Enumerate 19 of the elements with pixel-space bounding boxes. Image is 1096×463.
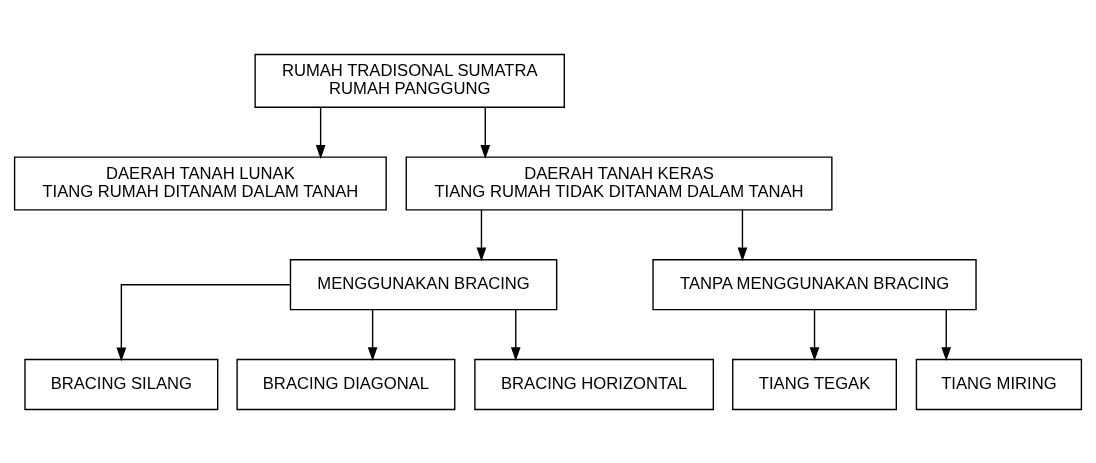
node-box: RUMAH TRADISONAL SUMATRA RUMAH PANGGUNG [254, 53, 565, 108]
node-box: TIANG MIRING [915, 358, 1083, 410]
arrow [480, 106, 491, 159]
arrow [941, 308, 952, 361]
node-box: DAERAH TANAH KERAS TIANG RUMAH TIDAK DITANAM DALAM TANAH [405, 155, 833, 210]
node-box: TIANG TEGAK [732, 358, 897, 410]
arrow [315, 106, 326, 159]
node-box: MENGGUNAKAN BRACING [289, 258, 558, 310]
node-box: BRACING HORIZONTAL [474, 358, 714, 410]
arrow [510, 308, 521, 361]
arrow [809, 308, 820, 361]
node-box: DAERAH TANAH LUNAK TIANG RUMAH DITANAM DALAM TANAH [13, 155, 387, 210]
node-box: BRACING DIAGONAL [236, 358, 456, 410]
node-box: TANPA MENGGUNAKAN BRACING [652, 258, 977, 310]
arrow [476, 208, 487, 261]
arrow [367, 308, 378, 361]
node-box: BRACING SILANG [24, 358, 219, 410]
arrow [116, 283, 291, 361]
arrow [737, 208, 748, 261]
